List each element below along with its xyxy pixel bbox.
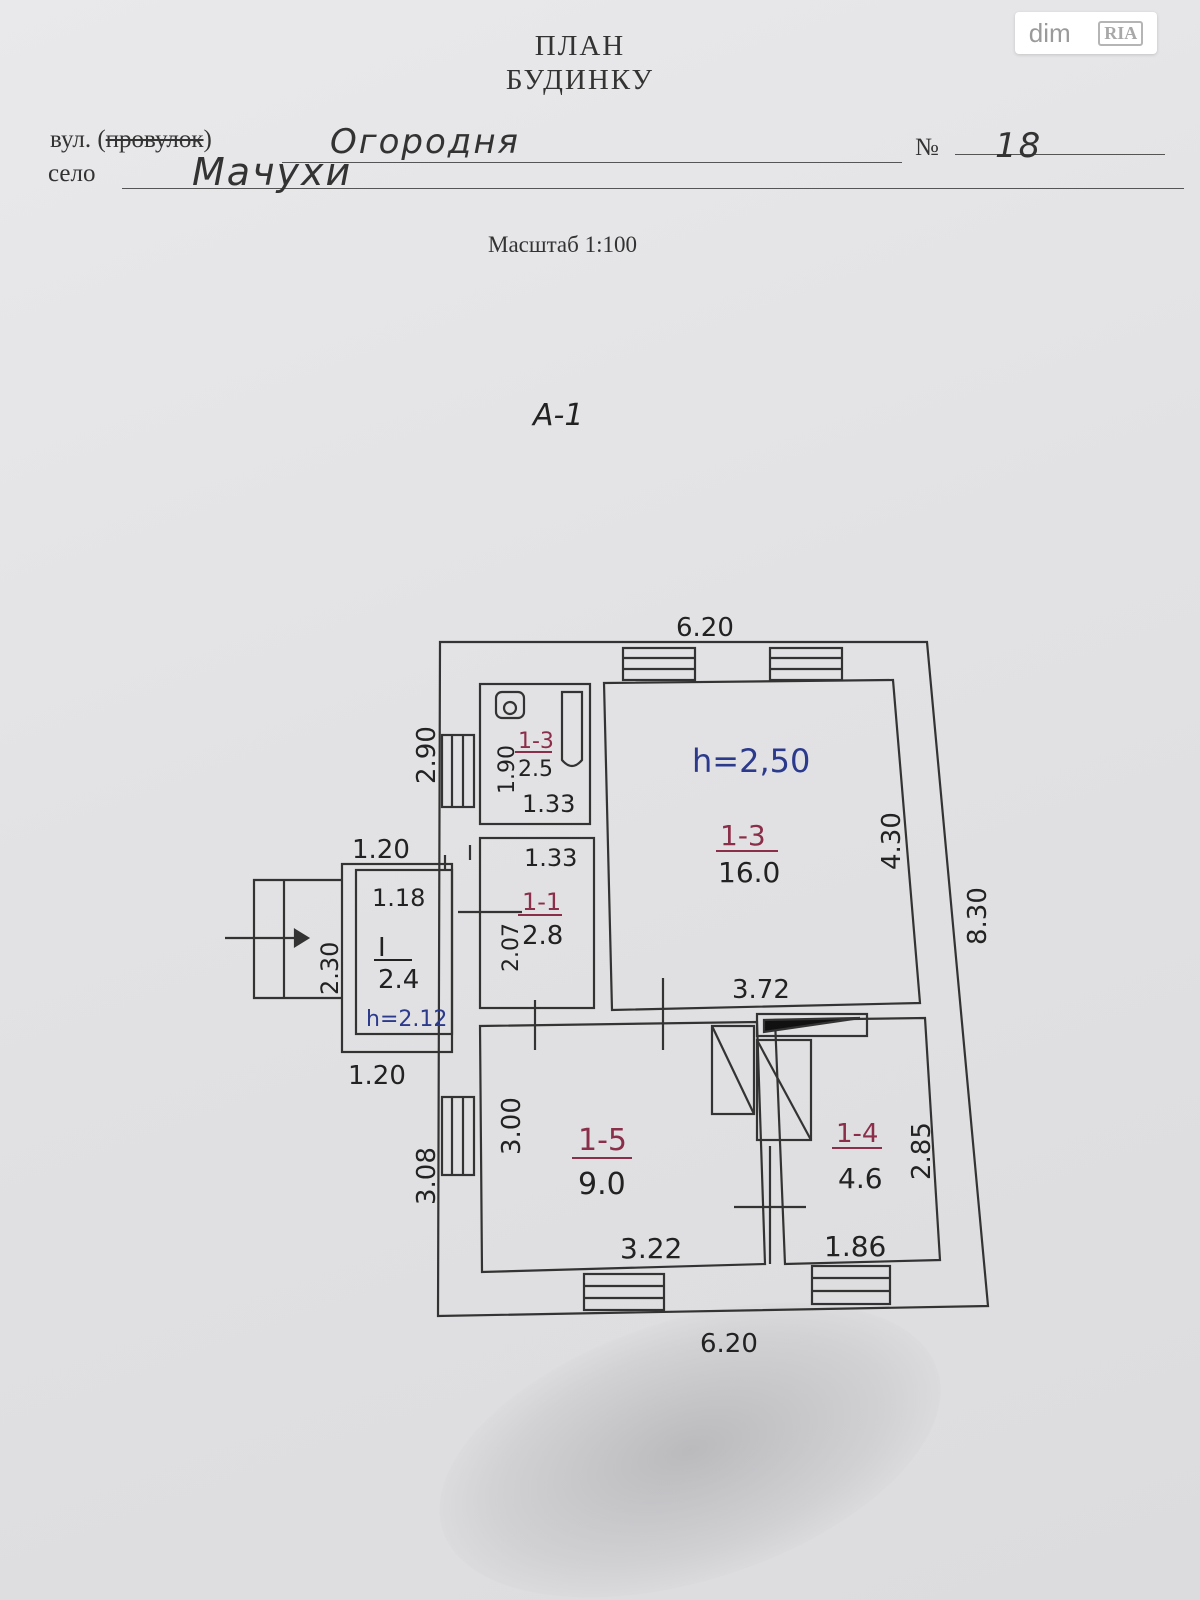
dim-kitchen-height: 3.00 bbox=[497, 1097, 527, 1155]
dim-bath-width: 1.33 bbox=[522, 790, 575, 818]
dim-right: 8.30 bbox=[963, 887, 993, 945]
dim-hall-height: 2.07 bbox=[499, 923, 524, 972]
watermark-badge: RIA bbox=[1098, 20, 1144, 46]
window-top-right bbox=[768, 646, 844, 682]
window-top-left bbox=[621, 646, 697, 682]
dim-top: 6.20 bbox=[676, 613, 734, 643]
window-bottom-right bbox=[810, 1264, 892, 1306]
hall-room-id: 1-1 bbox=[522, 888, 561, 916]
number-underline bbox=[955, 154, 1165, 155]
dim-kitchen-width: 3.22 bbox=[620, 1232, 682, 1265]
street-label-struck: провулок bbox=[105, 126, 204, 153]
title-line-1: ПЛАН bbox=[534, 30, 626, 62]
bathroom-wall bbox=[478, 682, 592, 826]
dim-porch-inner: 1.18 bbox=[372, 884, 425, 912]
number-value: 18 bbox=[995, 126, 1043, 166]
outer-wall bbox=[436, 640, 990, 1318]
village-label: село bbox=[48, 160, 96, 187]
stove-icon bbox=[755, 1012, 869, 1038]
main-ceiling-height: h=2,50 bbox=[692, 742, 810, 780]
living-room-area: 16.0 bbox=[718, 856, 780, 889]
dim-living-height: 4.30 bbox=[877, 812, 907, 870]
watermark-brand: dim bbox=[1028, 17, 1071, 48]
toilet-icon bbox=[494, 690, 526, 720]
window-left-lower bbox=[440, 1095, 476, 1177]
dim-bath-height: 1.90 bbox=[495, 745, 520, 794]
dim-living-width: 3.72 bbox=[732, 975, 790, 1005]
bath-room-id: 1-3 bbox=[518, 729, 554, 754]
window-bottom-left bbox=[582, 1272, 666, 1312]
street-underline bbox=[282, 162, 902, 163]
bath-room-area: 2.5 bbox=[518, 757, 553, 782]
village-value: Мачухи bbox=[192, 150, 353, 194]
porch-ceiling-height: h=2.12 bbox=[366, 1007, 447, 1032]
dim-room4-width: 1.86 bbox=[824, 1230, 886, 1263]
hall-wall bbox=[478, 836, 596, 1010]
oven-icon bbox=[755, 1038, 813, 1142]
dim-room4-height: 2.85 bbox=[907, 1122, 937, 1180]
dim-bottom: 6.20 bbox=[700, 1329, 758, 1359]
room-4-id: 1-4 bbox=[836, 1119, 878, 1149]
bathtub-icon bbox=[560, 690, 584, 768]
dim-porch-bottom: 1.20 bbox=[348, 1061, 406, 1091]
cabinet-icon bbox=[710, 1024, 756, 1116]
porch-room-area: 2.4 bbox=[378, 965, 419, 995]
room-4-wall bbox=[773, 1016, 942, 1266]
dim-porch-top: 1.20 bbox=[352, 835, 410, 865]
street-label: вул. (провулок) bbox=[50, 126, 212, 153]
number-label: № bbox=[915, 134, 939, 161]
dim-porch-height: 2.30 bbox=[316, 942, 344, 995]
block-label: А-1 bbox=[531, 398, 583, 433]
street-value: Огородня bbox=[330, 122, 521, 162]
dim-hall-width: 1.33 bbox=[524, 844, 577, 872]
porch-room-id: I bbox=[378, 933, 386, 963]
kitchen-room-id: 1-5 bbox=[578, 1123, 627, 1158]
kitchen-room-area: 9.0 bbox=[578, 1167, 626, 1202]
room-4-area: 4.6 bbox=[838, 1162, 883, 1195]
porch-inner-wall bbox=[354, 868, 454, 1036]
dim-left-upper: 2.90 bbox=[412, 726, 442, 784]
scale-label: Масштаб 1:100 bbox=[488, 232, 637, 257]
dim-left-lower: 3.08 bbox=[412, 1147, 442, 1205]
window-left-upper bbox=[440, 733, 476, 809]
kitchen-wall bbox=[478, 1020, 767, 1274]
watermark-logo: dim RIA bbox=[1015, 12, 1157, 54]
title-line-2: БУДИНКУ bbox=[505, 64, 655, 96]
village-underline bbox=[122, 188, 1184, 189]
living-room-id: 1-3 bbox=[720, 819, 766, 852]
hall-room-area: 2.8 bbox=[522, 921, 563, 951]
